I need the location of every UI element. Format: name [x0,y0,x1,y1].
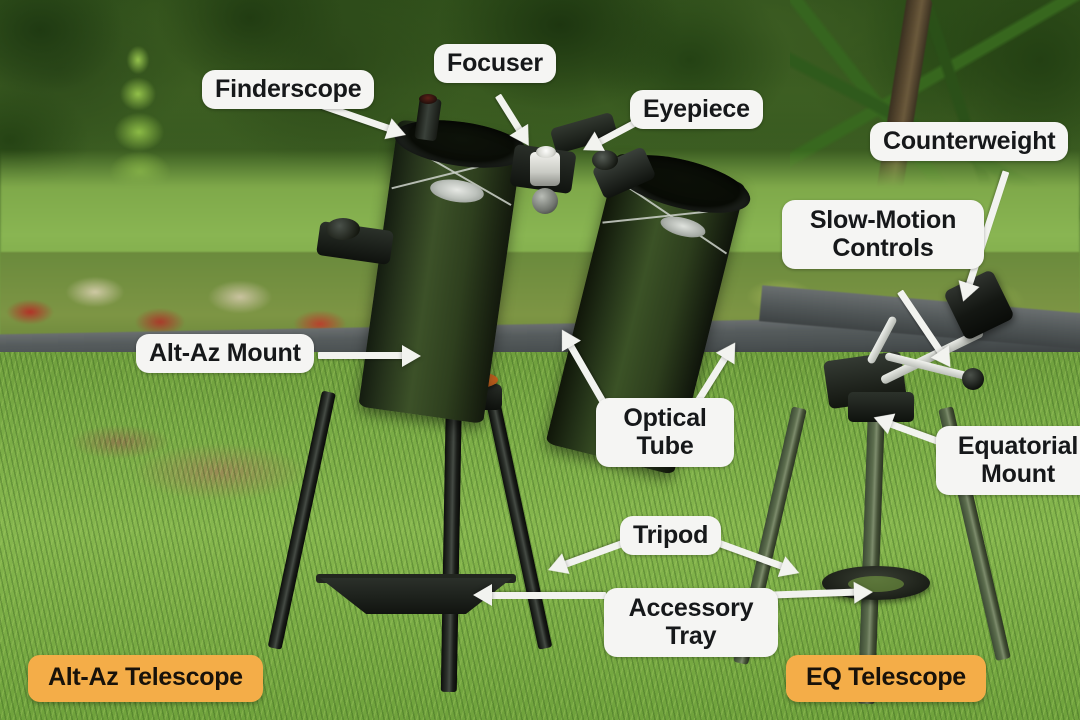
callout-equatorial-mount-line-1: Equatorial [957,432,1079,460]
callout-alt-az-mount[interactable]: Alt-Az Mount [136,334,314,373]
callout-optical-tube-line-2: Tube [636,432,694,460]
callout-tripod[interactable]: Tripod [620,516,722,555]
callout-finderscope[interactable]: Finderscope [202,70,375,109]
callout-optical-tube[interactable]: Optical Tube [596,398,734,467]
callout-slow-motion-line-1: Slow-Motion [809,206,957,234]
callout-optical-tube-line-1: Optical [623,404,707,432]
callout-focuser[interactable]: Focuser [434,44,556,83]
arrow-accessory-tray-left [490,592,606,599]
callout-accessory-tray[interactable]: Accessory Tray [604,588,778,657]
callout-accessory-tray-line-1: Accessory [628,594,754,622]
badge-alt-az-telescope[interactable]: Alt-Az Telescope [28,655,263,702]
callout-equatorial-mount-line-2: Mount [981,460,1055,488]
callout-eyepiece[interactable]: Eyepiece [630,90,763,129]
callout-alt-az-mount-line-1: Alt-Az Mount [149,339,301,367]
callout-counterweight-line-1: Counterweight [883,127,1056,155]
callout-equatorial-mount[interactable]: Equatorial Mount [936,426,1080,495]
alt-az-focus-knob [532,188,558,214]
callout-slow-motion-line-2: Controls [832,234,934,262]
callout-slow-motion-controls[interactable]: Slow-Motion Controls [782,200,984,269]
callout-counterweight[interactable]: Counterweight [870,122,1069,161]
badge-alt-az-telescope-label: Alt-Az Telescope [48,663,243,691]
alt-az-eyepiece [536,146,556,158]
eq-slow-motion-knob [962,368,984,390]
callout-tripod-line-1: Tripod [633,521,709,549]
alt-az-side-knob [326,218,360,240]
callout-accessory-tray-line-2: Tray [665,622,717,650]
eq-eyepiece [592,150,618,170]
callout-finderscope-line-1: Finderscope [215,75,362,103]
alt-az-finderscope-objective [419,94,437,104]
callout-focuser-line-1: Focuser [447,49,543,77]
badge-eq-telescope-label: EQ Telescope [806,663,966,691]
callout-eyepiece-line-1: Eyepiece [643,95,750,123]
badge-eq-telescope[interactable]: EQ Telescope [786,655,986,702]
arrow-alt-az-mount [318,352,404,359]
